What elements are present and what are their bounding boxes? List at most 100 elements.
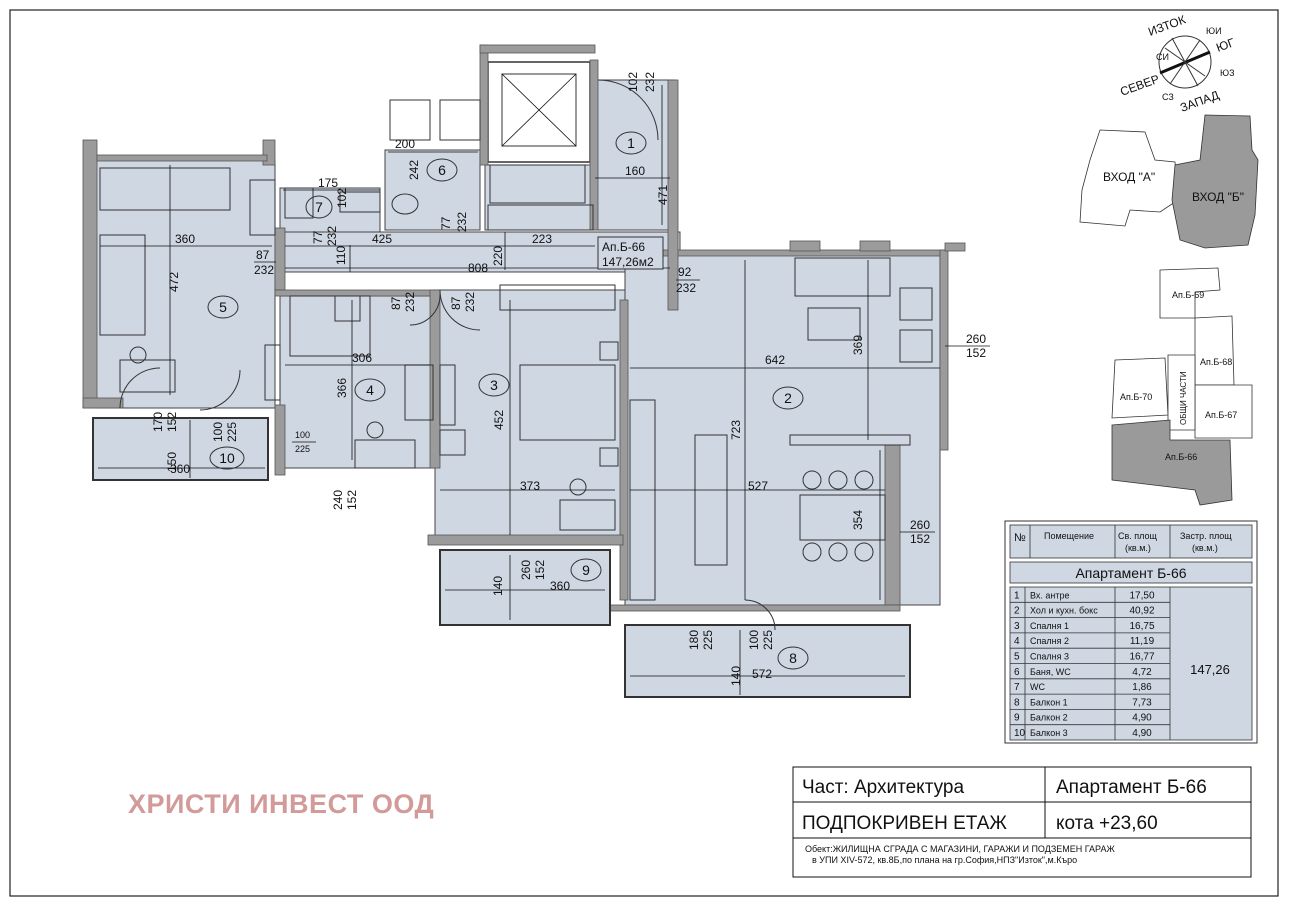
elevator-shaft [487,61,591,163]
apartment-label: Апартамент Б-66 [1056,777,1207,798]
room-markers: 1 2 3 4 5 6 7 8 9 10 [207,131,809,670]
dimension-label: 223 [532,232,552,246]
dimension-label: 373 [520,479,540,493]
dimension-label: 152 [165,412,179,432]
dimension-label: 369 [851,335,865,355]
dimension-label: 527 [748,479,768,493]
unit-label: Ап.Б-68 [1200,357,1232,367]
row-number: 2 [1014,606,1020,617]
dimension-label: 150 [165,452,179,472]
part-label: Част: Архитектура [802,777,964,798]
dimension-label: 232 [455,212,469,232]
balcony-1-edge [624,624,911,698]
dimension-label: 152 [533,560,547,580]
row-room-name: Спалня 2 [1030,636,1069,646]
room-4 [279,295,436,469]
dimension-label: 642 [765,353,785,367]
dimension-labels: 360 87 232 425 223 808 110 220 92 232 47… [151,72,990,686]
dimension-label: 572 [752,667,772,681]
room-number: 9 [582,562,590,578]
unit-area: 147,26м2 [602,255,654,269]
room-9 [439,549,611,626]
dimension-label: 232 [325,226,339,246]
entrance-a-label: ВХОД "А" [1103,170,1155,184]
dimension-label: 425 [372,232,392,246]
room-number: 5 [219,299,227,315]
row-area: 4,90 [1132,728,1152,739]
row-area: 11,19 [1130,636,1155,647]
dimension-label: 152 [910,532,930,546]
row-area: 4,72 [1132,667,1152,678]
dimension-label: 260 [910,518,930,532]
room-number: 8 [789,650,797,666]
dimension-label: 87 [389,296,403,310]
unit-label: Ап.Б-66 [602,240,645,254]
table-title: Апартамент Б-66 [1075,565,1186,581]
dimension-label: 160 [625,164,645,178]
unit-label: Ап.Б-67 [1205,410,1237,420]
floor-key-plan: Ап.Б-69 Ап.Б-68 Ап.Б-70 Ап.Б-67 Ап.Б-66 … [1111,267,1253,506]
dimension-label: 170 [151,412,165,432]
dimension-label: 232 [403,292,417,312]
dimension-label: 87 [256,248,270,262]
dimension-label: 92 [678,265,692,279]
sheet-frame [9,9,1279,897]
row-room-name: Вх. антре [1030,590,1070,600]
row-number: 4 [1014,636,1020,647]
row-number: 6 [1014,667,1020,678]
dimension-label: 232 [463,292,477,312]
balcony-3-edge [92,417,269,481]
row-area: 16,75 [1129,621,1154,632]
floor-plan: Ап.Б-66 147,26м2 1 2 3 4 5 6 7 8 9 10 [82,44,990,698]
row-area: 17,50 [1129,590,1154,601]
room-number: 3 [490,377,498,393]
room-7 [279,187,381,233]
table-header: Св. площ [1118,531,1158,541]
dimension-label: 452 [492,410,506,430]
bath-zone [484,164,596,231]
compass-label: СИ [1156,52,1169,62]
row-number: 8 [1014,697,1020,708]
dimension-label: 240 [331,490,345,510]
dimension-label: 152 [966,346,986,360]
unit-label: Ап.Б-69 [1172,290,1204,300]
table-total: 147,26 [1190,662,1230,677]
row-room-name: Хол и кухн. бокс [1030,606,1098,616]
table-header: Помещение [1044,531,1094,541]
row-number: 9 [1014,713,1020,724]
row-room-name: Спалня 1 [1030,621,1069,631]
table-header: (кв.м.) [1192,543,1218,553]
dimension-label: 471 [656,185,670,205]
table-header: № [1014,532,1026,544]
compass-label: ЗАПАД [1178,88,1221,115]
compass-label: СЕВЕР [1118,72,1161,99]
room-6 [384,149,481,231]
room-number: 2 [784,390,792,406]
dimension-label: 102 [335,188,349,208]
dimension-label: 472 [167,272,181,292]
dimension-label: 260 [519,560,533,580]
dimension-label: 225 [701,630,715,650]
object-line-2: в УПИ XIV-572, кв.8Б,по плана на гр.Софи… [812,855,1077,865]
dimension-label: 306 [352,351,372,365]
furniture [99,79,933,631]
dimension-label: 225 [761,630,775,650]
balcony-2-edge [439,549,611,626]
compass-label: СЗ [1162,92,1174,102]
room-number: 1 [627,135,635,151]
common-parts-label: ОБЩИ ЧАСТИ [1179,371,1188,425]
company-name: ХРИСТИ ИНВЕСТ ООД [128,789,435,819]
dimension-label: 180 [687,630,701,650]
unit-label-box [597,236,664,270]
dimension-label: 100 [295,430,310,440]
row-room-name: Балкон 1 [1030,697,1068,707]
dimension-label: 140 [491,576,505,596]
room-3 [434,289,626,541]
dimension-label: 175 [318,176,338,190]
dimension-label: 100 [211,422,225,442]
row-area: 4,90 [1132,713,1152,724]
row-area: 16,77 [1129,652,1154,663]
compass-label: ЮИ [1206,26,1222,36]
dimension-label: 366 [335,378,349,398]
